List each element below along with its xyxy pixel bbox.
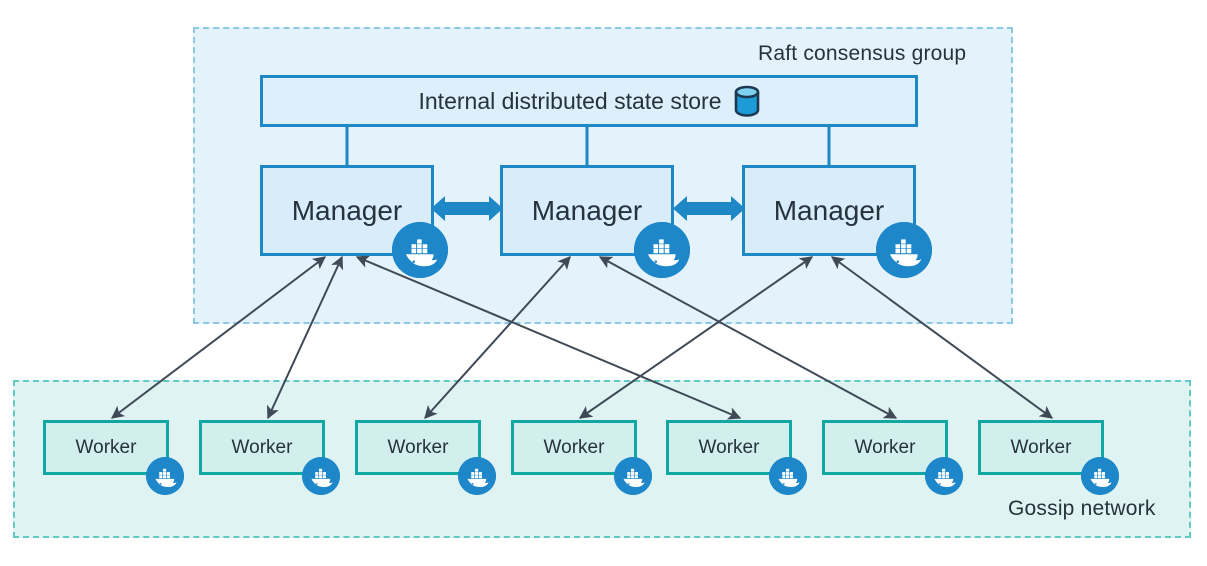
docker-whale-icon [925, 457, 963, 495]
docker-whale-icon [458, 457, 496, 495]
gossip-network-group-label: Gossip network [1008, 497, 1156, 520]
worker-label: Worker [543, 436, 605, 458]
worker-label: Worker [854, 436, 916, 458]
worker-label: Worker [387, 436, 449, 458]
internal-state-store-box[interactable]: Internal distributed state store [260, 75, 918, 127]
worker-node-7[interactable]: Worker [978, 420, 1104, 475]
docker-whale-icon [634, 222, 690, 278]
docker-whale-icon [302, 457, 340, 495]
docker-whale-icon [614, 457, 652, 495]
docker-whale-icon [769, 457, 807, 495]
worker-node-2[interactable]: Worker [199, 420, 325, 475]
manager-label: Manager [773, 194, 885, 226]
worker-label: Worker [698, 436, 760, 458]
state-store-label: Internal distributed state store [418, 87, 722, 114]
worker-node-5[interactable]: Worker [666, 420, 792, 475]
docker-whale-icon [146, 457, 184, 495]
manager-label: Manager [531, 194, 643, 226]
worker-label: Worker [75, 436, 137, 458]
docker-whale-icon [1081, 457, 1119, 495]
docker-whale-icon [876, 222, 932, 278]
raft-consensus-group-label: Raft consensus group [758, 42, 967, 65]
worker-label: Worker [1010, 436, 1072, 458]
state-store-content: Internal distributed state store [419, 85, 760, 117]
worker-label: Worker [231, 436, 293, 458]
manager-label: Manager [291, 194, 403, 226]
docker-whale-icon [392, 222, 448, 278]
database-cylinder-icon [734, 85, 760, 117]
